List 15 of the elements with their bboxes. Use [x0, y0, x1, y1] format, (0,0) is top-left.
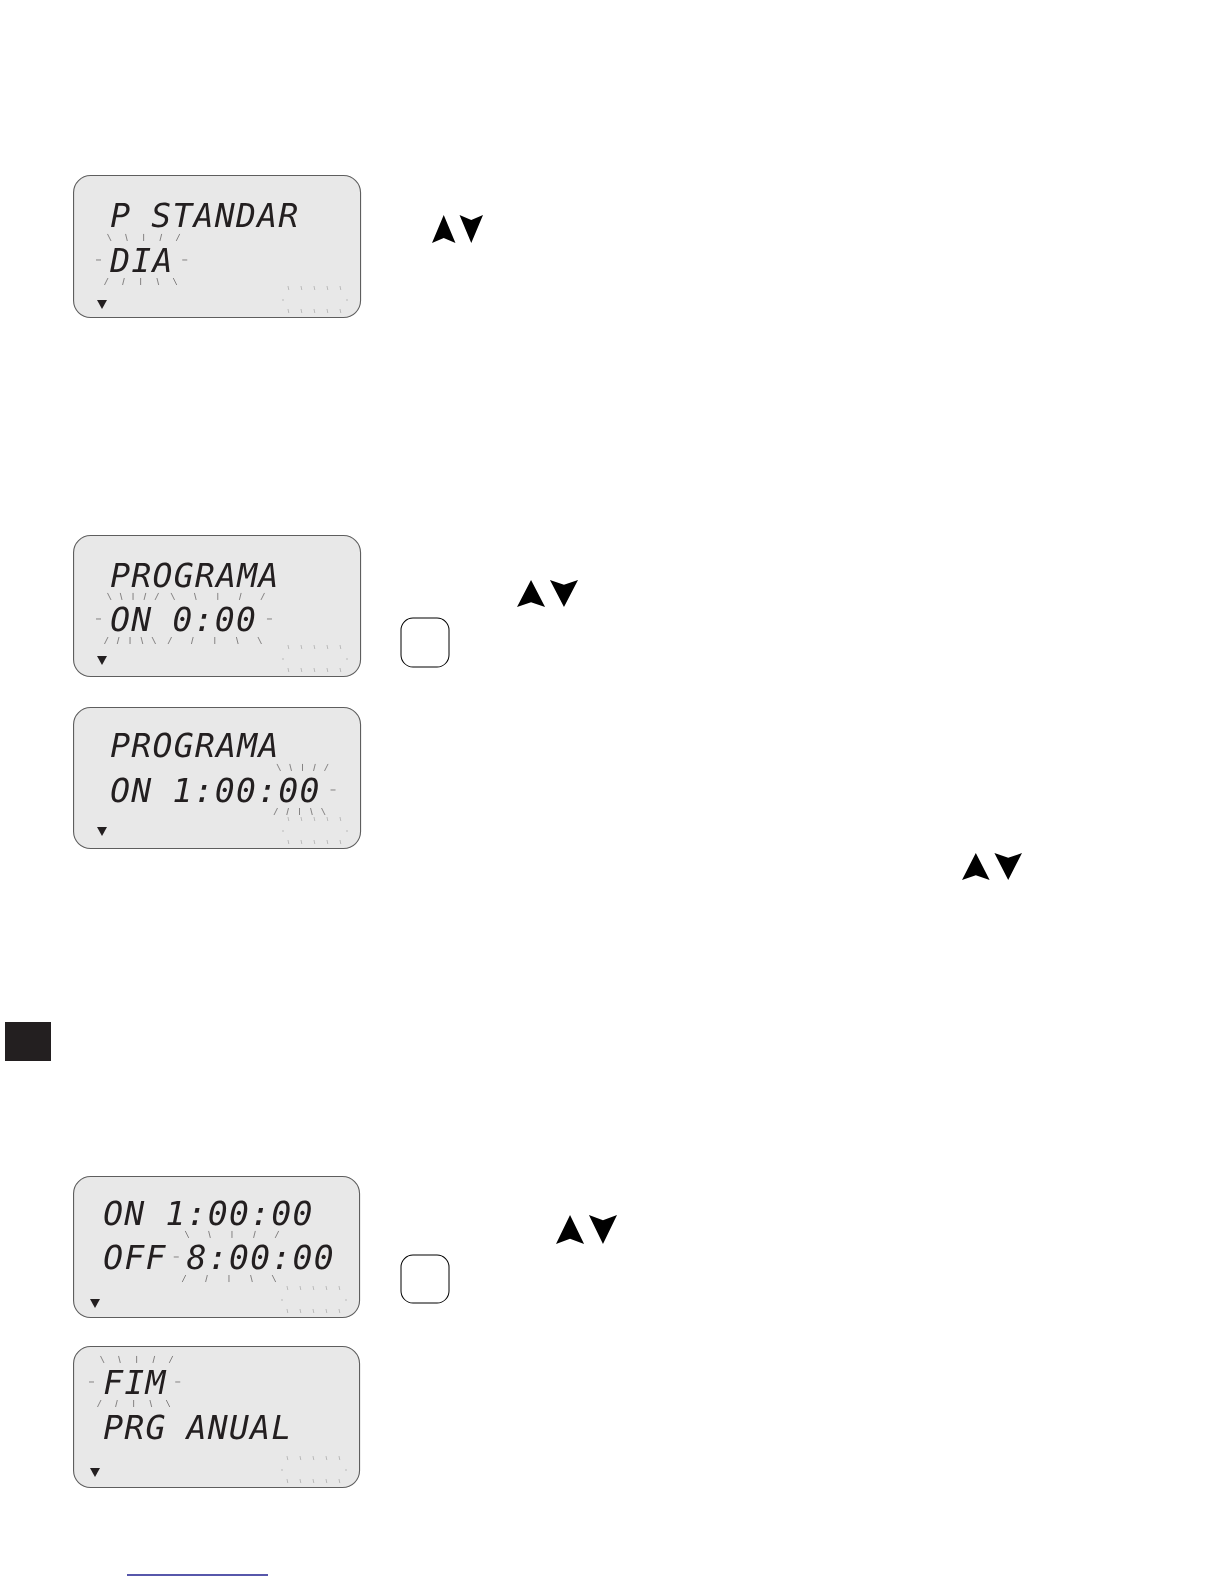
- display-text: PRG ANUAL: [104, 1414, 288, 1440]
- lcd-screen: [73, 1346, 361, 1489]
- display-text: ON 0:00: [111, 606, 255, 632]
- display-text: DIA: [110, 247, 170, 272]
- lcd-screen: [73, 707, 362, 850]
- display-text: OFF 8:00:00: [104, 1244, 333, 1270]
- lcd-screen: [73, 535, 362, 678]
- lcd-screen: [73, 175, 362, 319]
- display-text: PROGRAMA: [111, 732, 276, 758]
- lcd-screen: [73, 1176, 361, 1319]
- display-text: ON 1:00:00: [104, 1200, 311, 1226]
- display-text: ON 1:00:00: [111, 777, 318, 803]
- display-text: PROGRAMA: [111, 562, 276, 588]
- display-text: FIM: [104, 1369, 167, 1394]
- display-text: P STANDAR: [111, 202, 297, 228]
